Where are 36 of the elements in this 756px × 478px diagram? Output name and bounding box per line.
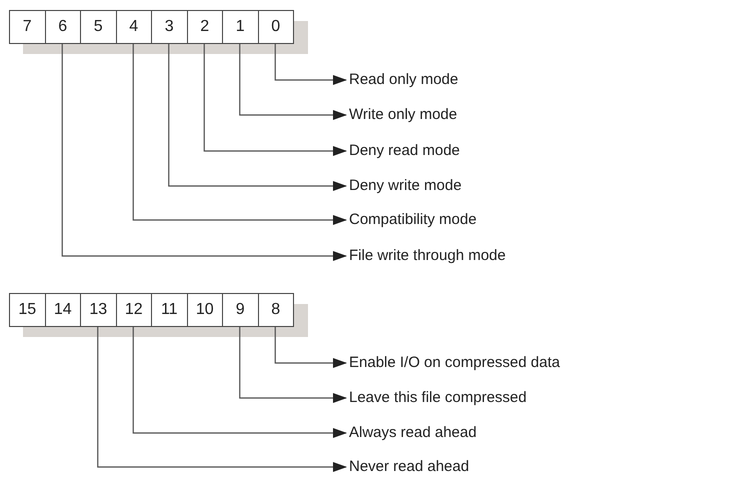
bit-number: 10 (186, 293, 223, 327)
bit-number: 0 (258, 10, 294, 44)
bit-number: 12 (116, 293, 152, 327)
bit-number: 1 (222, 10, 258, 44)
bit-number: 7 (9, 10, 46, 44)
bit-number: 14 (44, 293, 81, 327)
bit-number: 2 (186, 10, 223, 44)
arrow (62, 44, 347, 261)
arrow (132, 44, 347, 225)
mode-label: Always read ahead (349, 423, 477, 443)
bit-number: 9 (222, 293, 258, 327)
bit-number: 4 (116, 10, 152, 44)
mode-label: Enable I/O on compressed data (349, 353, 560, 373)
bit-number: 3 (151, 10, 188, 44)
arrow (132, 327, 347, 438)
mode-label: Deny write mode (349, 176, 462, 196)
bit-number: 5 (80, 10, 116, 44)
mode-label: Compatibility mode (349, 210, 477, 230)
mode-label: Write only mode (349, 105, 458, 125)
mode-label: Never read ahead (349, 457, 470, 477)
arrow (168, 44, 347, 191)
mode-label: Deny read mode (349, 141, 460, 161)
arrow (204, 44, 347, 156)
bit-number: 8 (258, 293, 294, 327)
arrow (239, 44, 347, 120)
arrow (97, 327, 347, 472)
mode-label: Read only mode (349, 70, 458, 90)
bit-number: 11 (151, 293, 188, 327)
arrow (274, 44, 347, 85)
bit-number: 6 (44, 10, 81, 44)
mode-label: File write through mode (349, 246, 506, 266)
arrow (274, 327, 347, 368)
bit-number: 15 (9, 293, 46, 327)
bit-number: 13 (80, 293, 116, 327)
arrow (239, 327, 347, 403)
mode-label: Leave this file compressed (349, 388, 527, 408)
